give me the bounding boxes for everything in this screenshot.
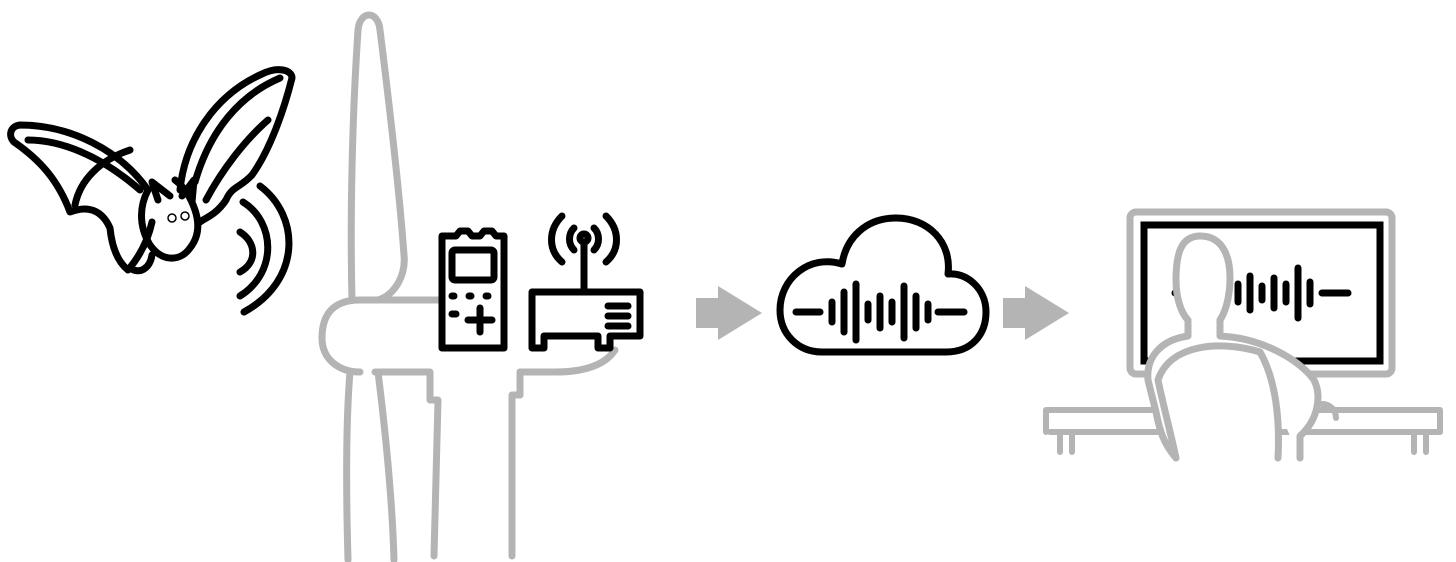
person-at-monitor-icon: [1043, 208, 1443, 462]
waveform-icon: [1171, 264, 1352, 322]
arrow-right-icon: [1003, 286, 1069, 340]
sound-waves-icon: [236, 182, 293, 316]
audio-recorder-icon: [438, 227, 508, 352]
arrow-right-icon: [696, 286, 762, 340]
wireless-router-icon: [528, 212, 644, 352]
cloud-audio-icon: [776, 214, 990, 356]
bat-eyes: [167, 211, 190, 223]
bat-icon: [7, 66, 296, 275]
wind-turbine-icon: [318, 11, 619, 562]
